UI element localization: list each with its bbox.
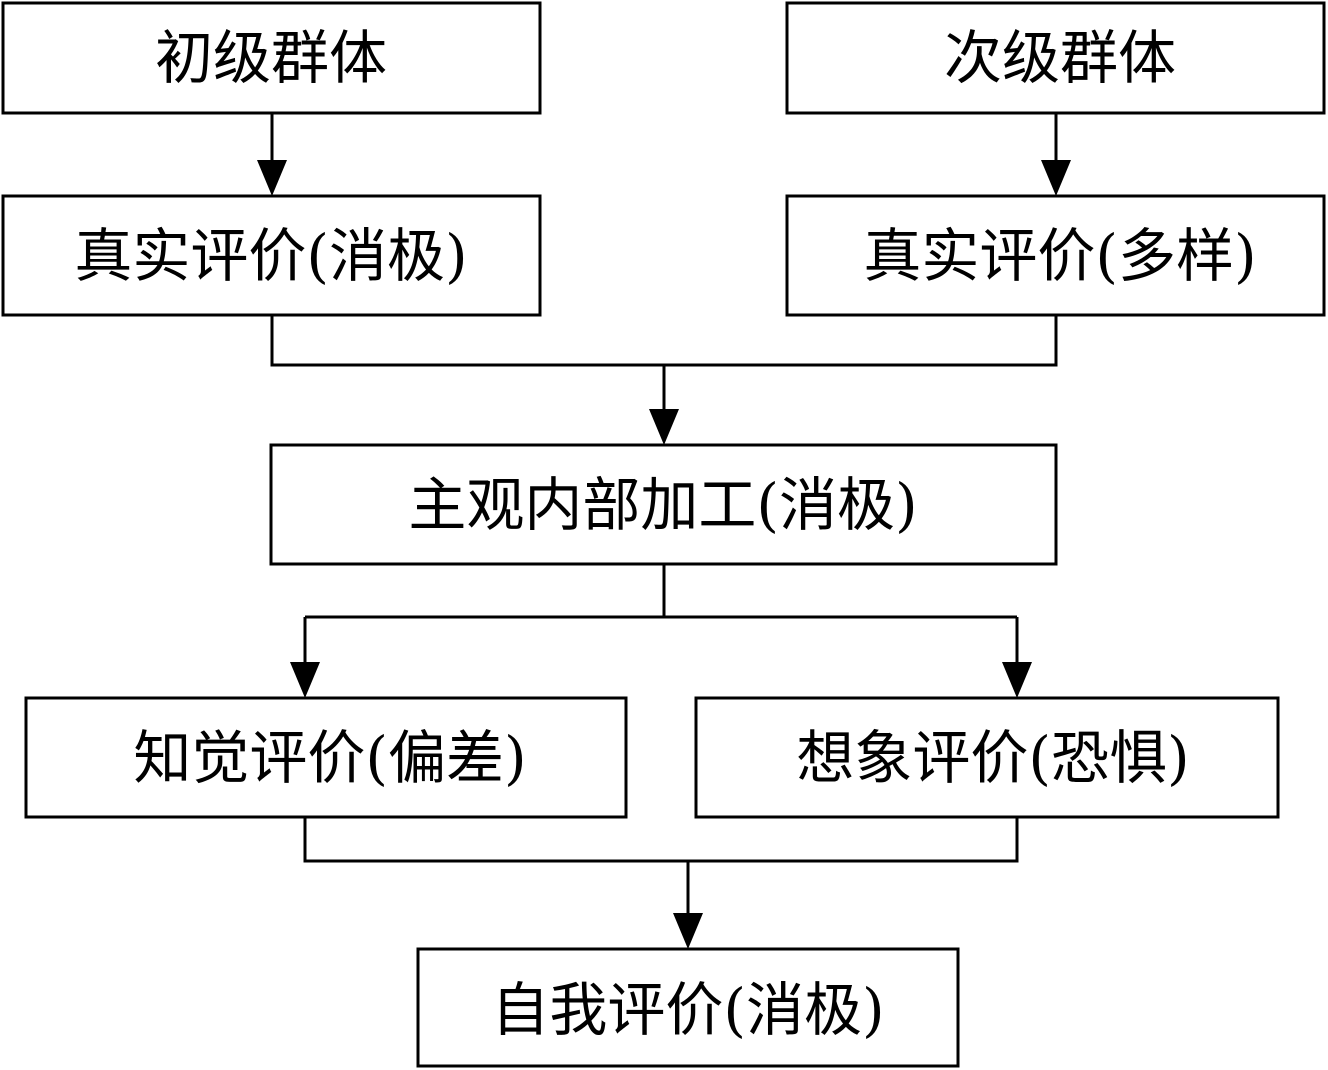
arrowhead-icon [649, 409, 679, 445]
node-self-eval-label: 自我评价(消极) [491, 976, 884, 1044]
arrowhead-icon [1002, 662, 1032, 698]
node-secondary-group-label: 次级群体 [944, 24, 1176, 92]
node-real-eval-diverse-label: 真实评价(多样) [863, 222, 1256, 290]
edge-real-evals-merge [270, 315, 1058, 367]
edge-evals-merge [303, 817, 1019, 863]
connectors [257, 113, 1071, 949]
node-imagined-eval: 想象评价(恐惧) [694, 696, 1280, 819]
arrowhead-icon [257, 160, 287, 196]
arrowhead-icon [673, 913, 703, 949]
node-perceived-eval-label: 知觉评价(偏差) [133, 724, 526, 792]
node-imagined-eval-label: 想象评价(恐惧) [796, 724, 1189, 792]
node-real-eval-diverse: 真实评价(多样) [785, 194, 1326, 317]
arrowhead-icon [290, 662, 320, 698]
node-subjective-processing: 主观内部加工(消极) [269, 443, 1058, 566]
node-self-eval: 自我评价(消极) [416, 947, 960, 1068]
node-primary-group-label: 初级群体 [155, 24, 387, 92]
node-secondary-group: 次级群体 [785, 1, 1326, 115]
node-primary-group: 初级群体 [1, 1, 542, 115]
node-real-eval-negative: 真实评价(消极) [1, 194, 542, 317]
node-subjective-processing-label: 主观内部加工(消极) [408, 471, 917, 539]
node-real-eval-negative-label: 真实评价(消极) [74, 222, 467, 290]
arrowhead-icon [1041, 160, 1071, 196]
node-perceived-eval: 知觉评价(偏差) [24, 696, 628, 819]
